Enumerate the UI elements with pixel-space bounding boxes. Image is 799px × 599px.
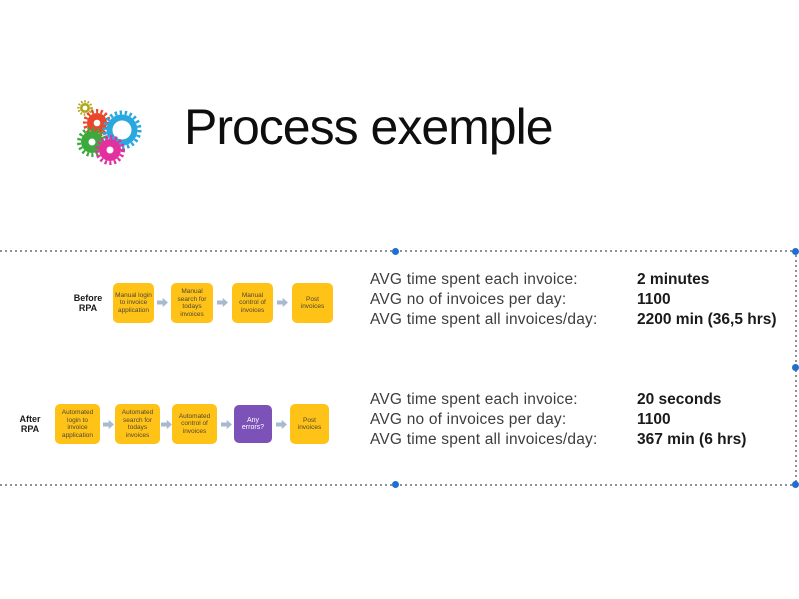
- arrow-right-icon: [221, 419, 232, 430]
- arrow-right-icon: [103, 419, 114, 430]
- stat-value: 1100: [637, 291, 671, 308]
- stat-value: 2200 min (36,5 hrs): [637, 311, 777, 328]
- process-step[interactable]: Manual control of invoices: [232, 283, 273, 323]
- stat-value: 367 min (6 hrs): [637, 431, 747, 448]
- stat-value: 20 seconds: [637, 391, 722, 408]
- selection-handle-bottom-center[interactable]: [392, 481, 399, 488]
- arrow-right-icon: [217, 297, 228, 308]
- stat-row[interactable]: AVG time spent each invoice: 20 seconds: [370, 391, 795, 411]
- selection-handle-middle-right[interactable]: [792, 364, 799, 371]
- process-step[interactable]: Automated search for todays invoices: [115, 404, 160, 444]
- stat-row[interactable]: AVG time spent all invoices/day: 367 min…: [370, 431, 795, 451]
- stat-label: AVG no of invoices per day:: [370, 291, 567, 308]
- arrow-right-icon: [157, 297, 168, 308]
- selection-handle-top-right[interactable]: [792, 248, 799, 255]
- arrow-right-icon: [276, 419, 287, 430]
- gear-pink-icon: [95, 135, 125, 165]
- stat-label: AVG time spent all invoices/day:: [370, 431, 598, 448]
- stat-label: AVG time spent each invoice:: [370, 271, 578, 288]
- gear-olive-icon: [77, 100, 93, 116]
- process-step[interactable]: Manual search for todays invoices: [171, 283, 213, 323]
- process-step[interactable]: Post invoices: [292, 283, 333, 323]
- stat-row[interactable]: AVG no of invoices per day: 1100: [370, 411, 795, 431]
- stat-row[interactable]: AVG time spent all invoices/day: 2200 mi…: [370, 311, 795, 331]
- process-step[interactable]: Manual login to invoice application: [113, 283, 154, 323]
- gears-logo[interactable]: [70, 92, 150, 172]
- selection-handle-bottom-right[interactable]: [792, 481, 799, 488]
- slide-title[interactable]: Process exemple: [184, 99, 553, 155]
- stat-value: 2 minutes: [637, 271, 710, 288]
- stat-label: AVG time spent each invoice:: [370, 391, 578, 408]
- stat-label: AVG time spent all invoices/day:: [370, 311, 598, 328]
- stat-label: AVG no of invoices per day:: [370, 411, 567, 428]
- arrow-right-icon: [161, 419, 172, 430]
- selection-handle-top-center[interactable]: [392, 248, 399, 255]
- arrow-right-icon: [277, 297, 288, 308]
- process-step[interactable]: Post invoices: [290, 404, 329, 444]
- after-rpa-label[interactable]: After RPA: [19, 414, 41, 434]
- process-step[interactable]: Automated login to invoice application: [55, 404, 100, 444]
- stat-row[interactable]: AVG no of invoices per day: 1100: [370, 291, 795, 311]
- decision-step[interactable]: Any errors?: [234, 405, 272, 443]
- stat-value: 1100: [637, 411, 671, 428]
- gear-blue-icon: [102, 110, 142, 150]
- stat-row[interactable]: AVG time spent each invoice: 2 minutes: [370, 271, 795, 291]
- before-rpa-label[interactable]: Before RPA: [73, 293, 103, 313]
- process-step[interactable]: Automated control of invoices: [172, 404, 217, 444]
